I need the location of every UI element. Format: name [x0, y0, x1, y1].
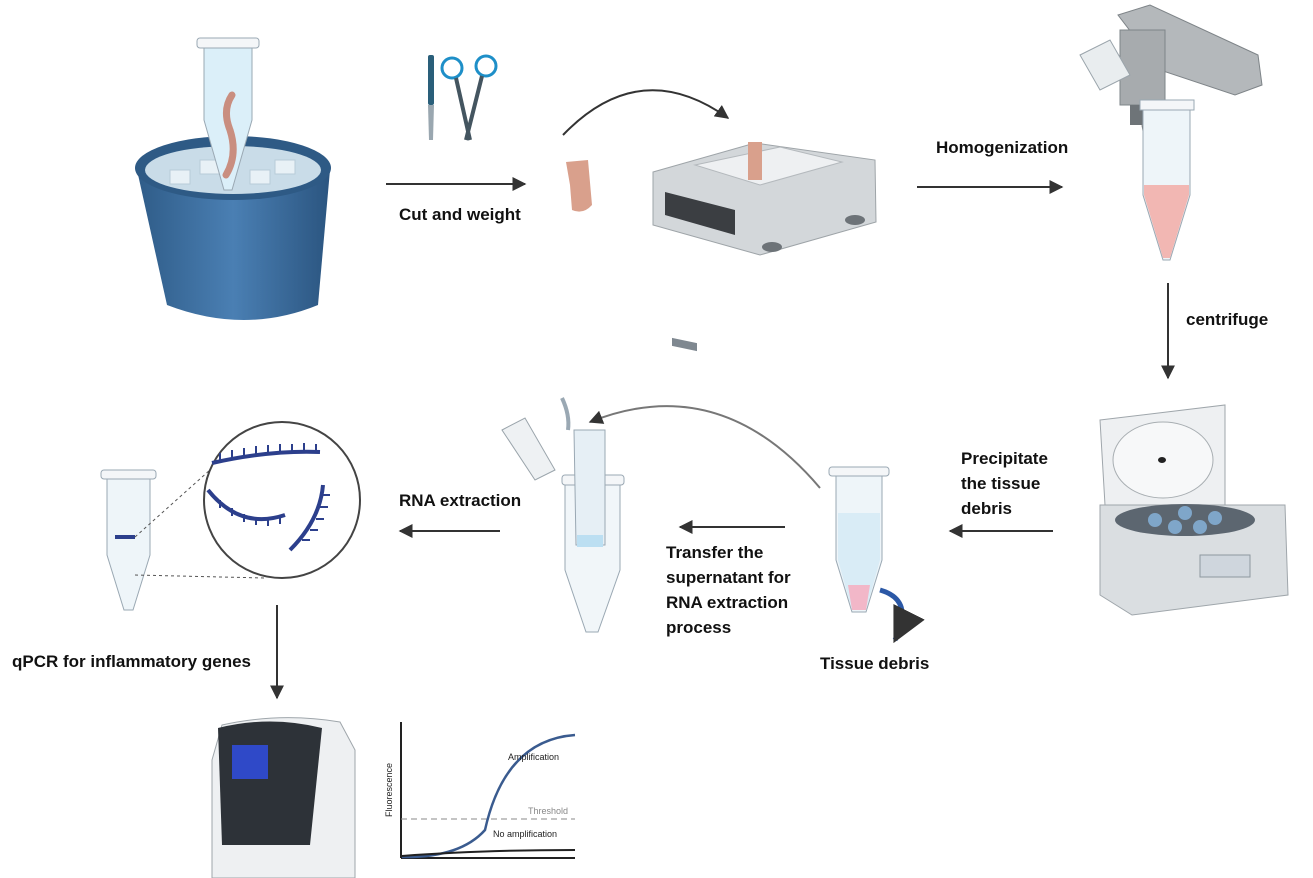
amplification-label: Amplification	[508, 752, 559, 762]
no-amplification-label: No amplification	[493, 829, 557, 839]
step-qpcr-label: qPCR for inflammatory genes	[12, 652, 251, 671]
threshold-label: Threshold	[528, 806, 568, 816]
step-homogenization-label: Homogenization	[936, 138, 1069, 157]
step-cut-label: Cut and weight	[399, 205, 521, 224]
tissue-piece-icon	[566, 160, 592, 212]
tube-icon	[196, 37, 260, 191]
debris-arrow-icon	[879, 587, 925, 644]
scale-icon	[652, 142, 877, 352]
scissors-scalpel-icon	[428, 54, 498, 141]
curved-arrow-icon	[562, 89, 730, 136]
ice-bucket-icon	[135, 37, 331, 320]
spin-column-tube-icon	[501, 397, 625, 633]
rna-tube-icon	[100, 469, 266, 611]
graph-ylabel: Fluorescence	[384, 763, 394, 817]
step-centrifuge-label: centrifuge	[1186, 310, 1269, 329]
rna-magnifier-icon	[203, 421, 361, 579]
step-rna-label: RNA extraction	[399, 491, 522, 510]
qpcr-machine-icon	[211, 717, 356, 878]
centrifuge-icon	[1099, 404, 1289, 616]
homogenizer-icon	[1079, 4, 1263, 261]
step-debris-label: Tissue debris	[820, 654, 930, 673]
curved-arrow-icon	[588, 405, 821, 489]
step-precipitate-label: Precipitate the tissue debris	[961, 449, 1048, 518]
debris-tube-icon	[828, 466, 925, 644]
amplification-graph: Fluorescence Amplification Threshold No …	[384, 722, 576, 859]
step-transfer-label: Transfer the supernatant for RNA extract…	[666, 543, 791, 637]
